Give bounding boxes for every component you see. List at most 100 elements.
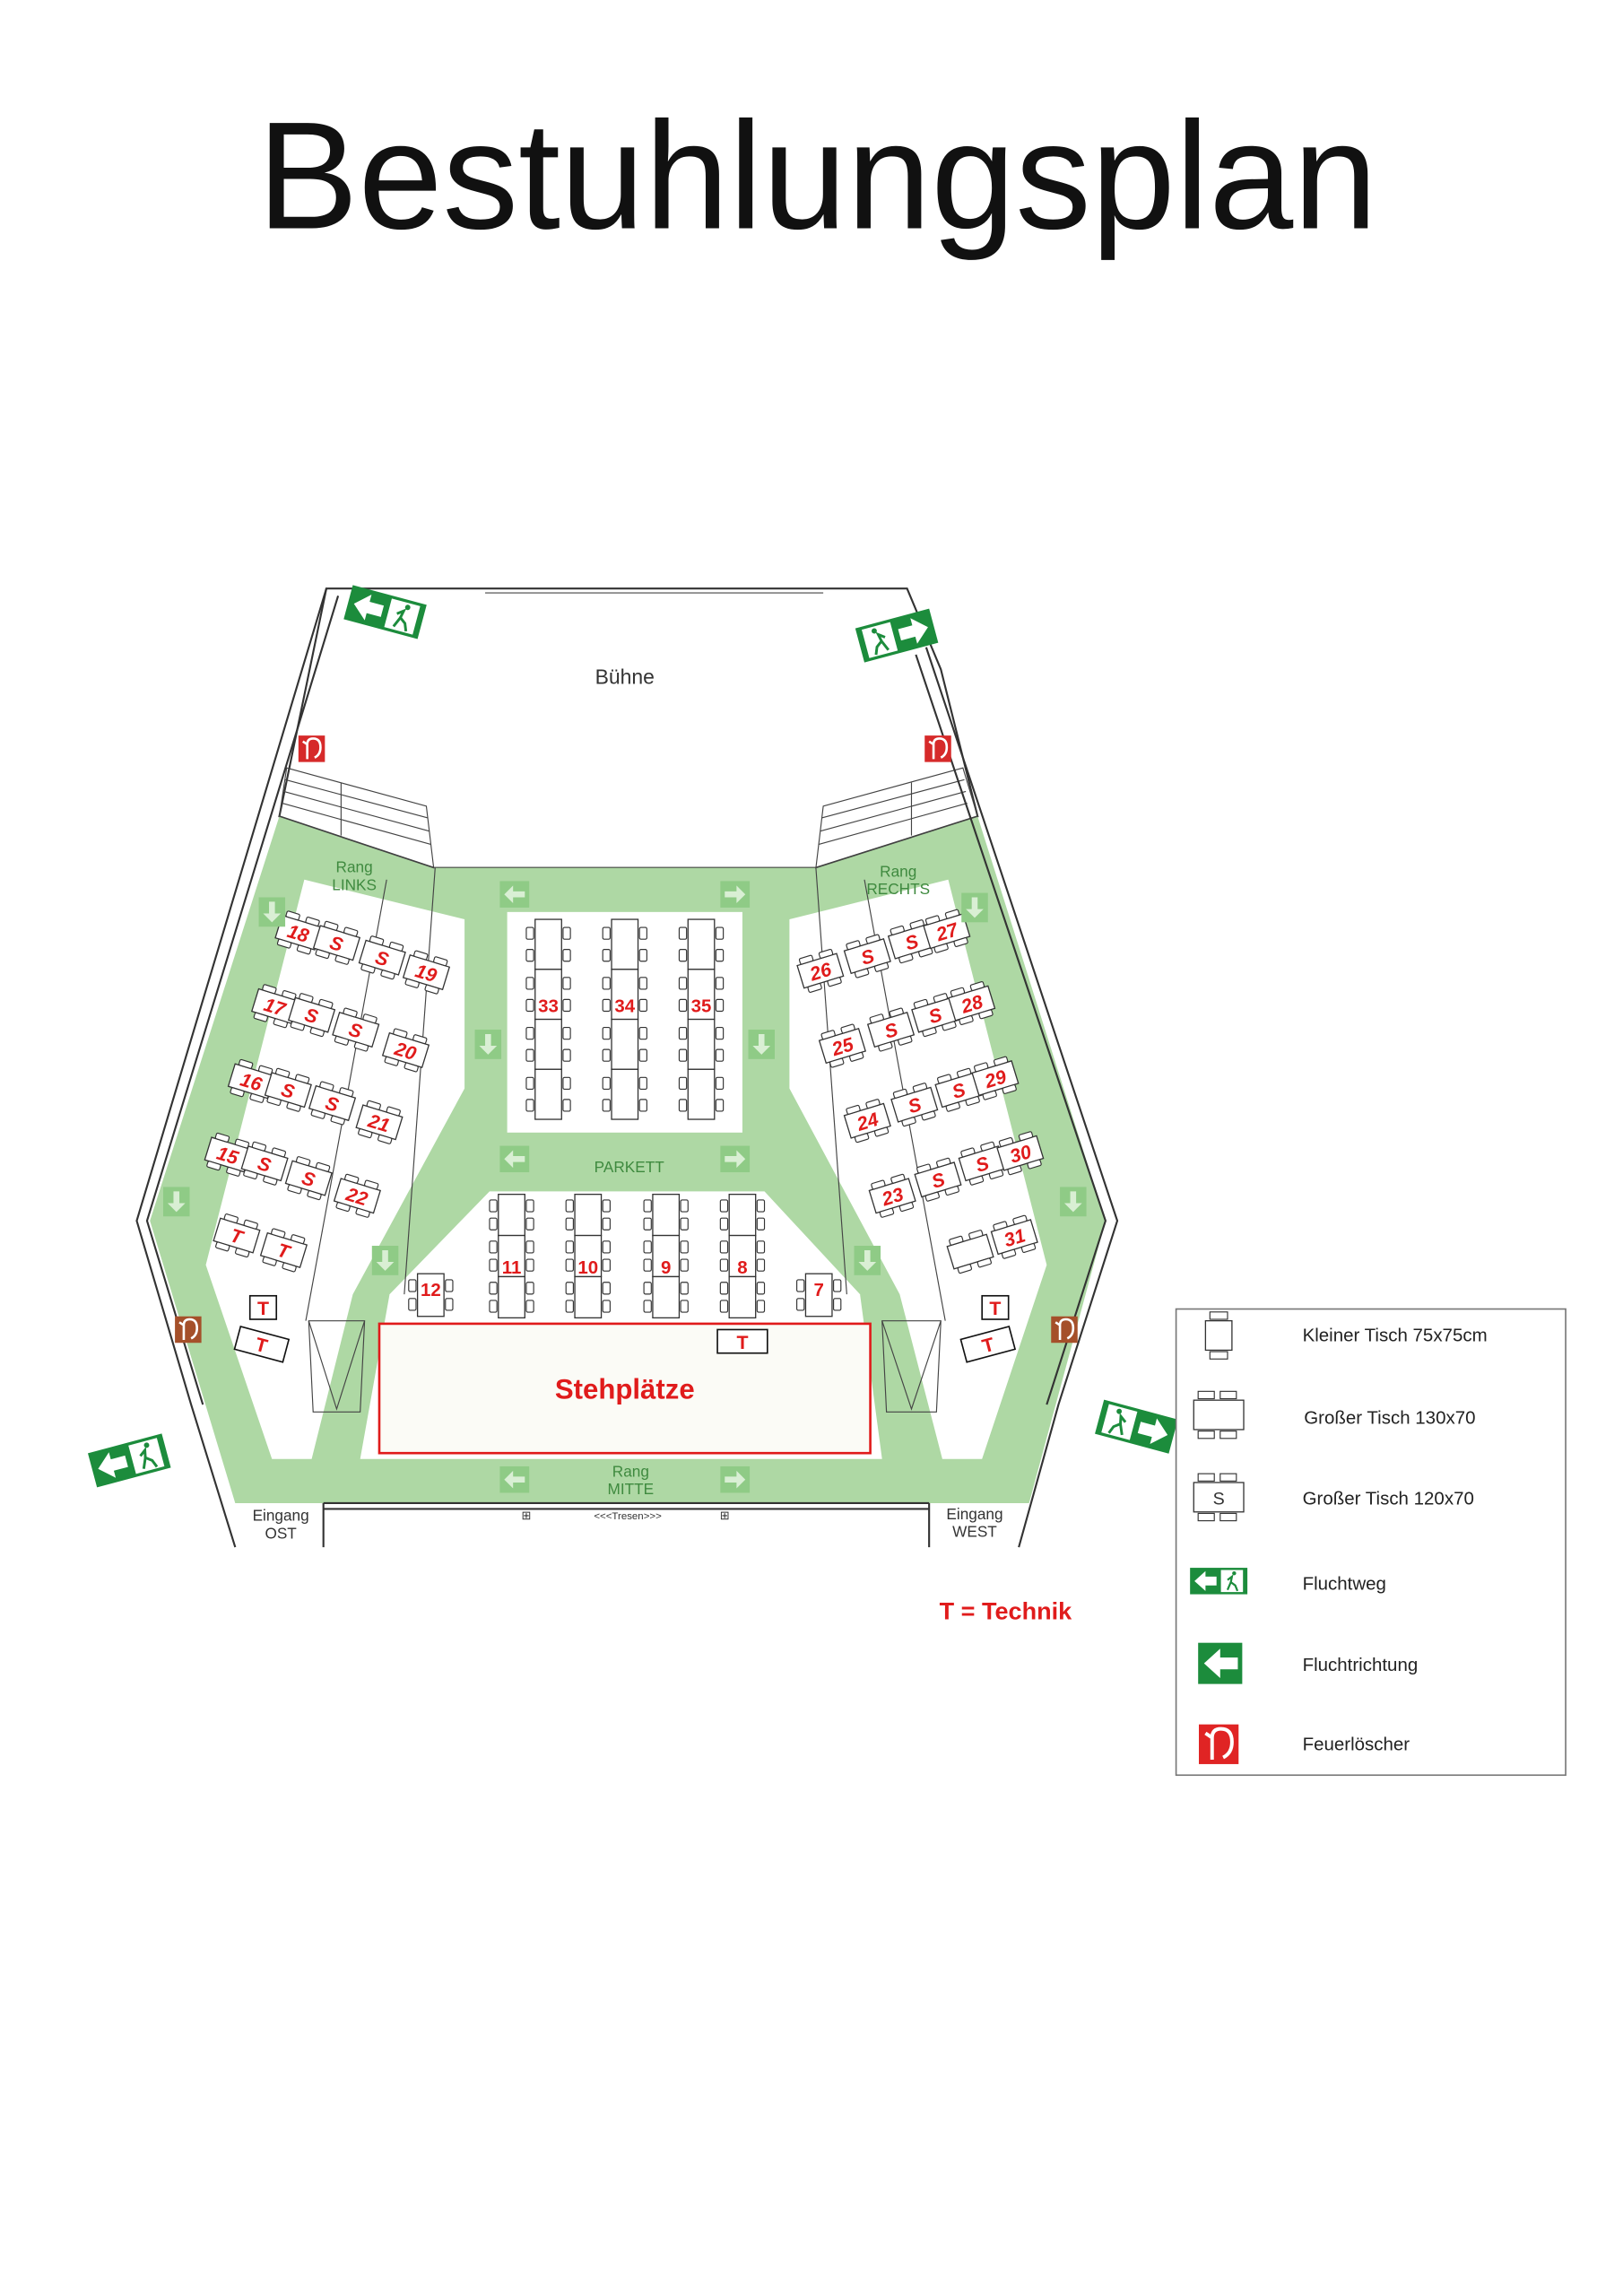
chair-icon — [223, 1213, 239, 1223]
chair-icon — [950, 987, 966, 997]
chair-icon — [643, 1217, 652, 1231]
table-number: S — [255, 1152, 273, 1177]
chair-icon — [833, 1279, 842, 1292]
table-number: S — [903, 930, 922, 954]
chair-icon — [969, 981, 985, 991]
chair-icon — [489, 1258, 498, 1272]
table: 30 — [996, 1131, 1045, 1176]
table-number: S — [302, 1004, 321, 1028]
chair-icon — [335, 1202, 351, 1213]
escape-direction-icon — [371, 1246, 399, 1275]
chair-icon — [982, 1090, 997, 1100]
chair-icon — [916, 1163, 932, 1174]
standing-area-label: Stehplätze — [555, 1374, 695, 1405]
chair-icon — [266, 1096, 282, 1107]
chair-icon — [424, 984, 439, 995]
small-table-icon — [1204, 1311, 1233, 1360]
chair-icon — [756, 1217, 766, 1231]
large-table-s-icon: S — [1193, 1473, 1245, 1522]
chair-icon — [360, 963, 376, 974]
chair-icon — [846, 1104, 861, 1115]
table-number: 33 — [538, 996, 559, 1016]
chair-icon — [680, 1240, 689, 1254]
chair-icon — [214, 1132, 230, 1143]
chair-icon — [833, 1298, 842, 1311]
table-number: 10 — [577, 1257, 598, 1278]
eingang-ost-label-2: OST — [265, 1524, 297, 1542]
table-column: 11 — [489, 1193, 534, 1319]
chair-icon — [305, 917, 320, 926]
chair-icon — [638, 1027, 647, 1040]
table-number: S — [858, 945, 877, 970]
chair-icon — [565, 1240, 574, 1254]
chair-icon — [445, 1279, 454, 1292]
table: S — [240, 1141, 289, 1186]
chair-icon — [719, 1217, 729, 1231]
chair-icon — [680, 1199, 689, 1213]
technik-box: T — [981, 1294, 1010, 1320]
table: 31 — [990, 1214, 1038, 1259]
chair-icon — [973, 1062, 989, 1073]
chair-icon — [562, 1027, 571, 1040]
chair-icon — [901, 1117, 916, 1127]
chair-icon — [344, 1173, 360, 1184]
chair-icon — [715, 998, 725, 1013]
chair-icon — [525, 926, 534, 940]
socket-icon: ⊞ — [521, 1509, 531, 1522]
table-number: S — [373, 946, 392, 970]
chair-icon — [318, 998, 334, 1009]
table-column: 33 — [525, 918, 571, 1120]
chair-icon — [412, 1034, 428, 1045]
chair-icon — [957, 1264, 973, 1274]
chair-icon — [234, 1248, 250, 1258]
eingang-west-label: Eingang — [946, 1505, 1002, 1523]
chair-icon — [956, 1067, 972, 1078]
chair-icon — [243, 1170, 258, 1179]
chair-icon — [433, 956, 448, 967]
chair-icon — [562, 998, 571, 1013]
chair-icon — [565, 1217, 574, 1231]
chair-icon — [678, 926, 688, 940]
chair-icon — [285, 910, 300, 921]
chair-icon — [525, 1282, 534, 1295]
chair-icon — [719, 1300, 729, 1313]
wall-west-side — [135, 587, 327, 1548]
chair-icon — [602, 1300, 611, 1313]
table: S — [887, 919, 936, 964]
chair-icon — [525, 1076, 534, 1091]
chair-icon — [678, 949, 688, 962]
chair-icon — [271, 1228, 286, 1239]
chair-icon — [643, 1240, 652, 1254]
chair-icon — [638, 949, 647, 962]
table-number: 11 — [502, 1257, 522, 1278]
chair-icon — [715, 1048, 725, 1062]
chair-icon — [565, 1282, 574, 1295]
chair-icon — [525, 1240, 534, 1254]
chair-icon — [756, 1282, 766, 1295]
chair-icon — [933, 943, 949, 953]
chair-icon — [871, 1179, 886, 1190]
table: S — [312, 920, 361, 965]
chair-icon — [638, 998, 647, 1013]
chair-icon — [334, 1035, 350, 1046]
legend-label: Großer Tisch 120x70 — [1303, 1489, 1474, 1509]
chair-icon — [525, 1048, 534, 1062]
chair-icon — [922, 1027, 937, 1038]
table-number: S — [327, 932, 346, 956]
technik-mark: T — [989, 1298, 1001, 1319]
table-number: S — [299, 1167, 318, 1191]
table: S — [332, 1007, 380, 1052]
table-number: 34 — [614, 996, 635, 1016]
table: T — [213, 1213, 261, 1258]
chair-icon — [680, 1258, 689, 1272]
chair-icon — [377, 1134, 393, 1144]
chair-icon — [638, 1076, 647, 1091]
escape-route-icon — [855, 608, 939, 663]
chair-icon — [924, 915, 941, 926]
chair-icon — [756, 1300, 766, 1313]
technik-mark: T — [253, 1334, 270, 1358]
eingang-west-label-2: WEST — [952, 1523, 997, 1541]
table — [946, 1230, 994, 1274]
escape-direction-icon — [854, 1246, 881, 1275]
chair-icon — [274, 1067, 291, 1078]
